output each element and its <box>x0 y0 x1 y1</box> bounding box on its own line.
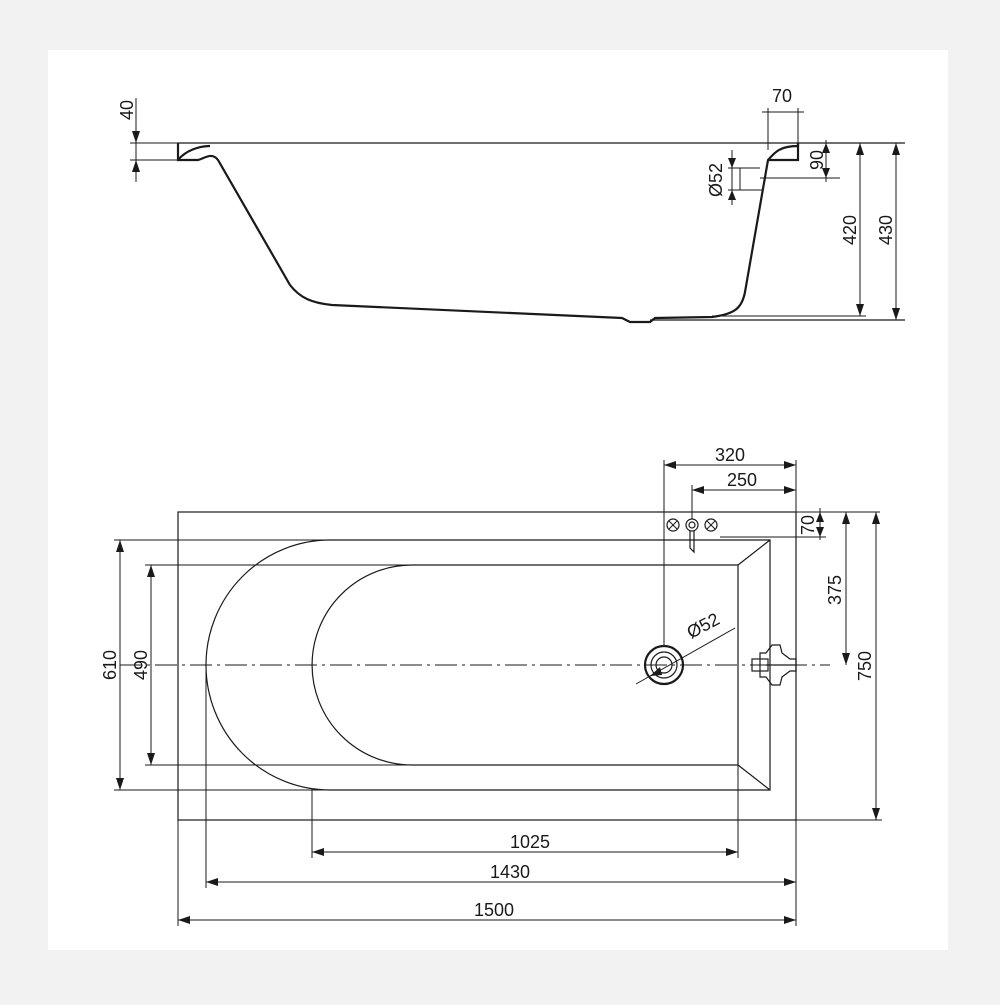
label-d52-side: Ø52 <box>706 163 726 197</box>
bevel-top <box>737 539 771 566</box>
dim-bottom-width: 490 <box>131 564 412 766</box>
label-490: 490 <box>131 650 151 680</box>
dim-overflow-diameter: Ø52 <box>706 150 762 205</box>
rim-left-cap <box>177 144 211 161</box>
dim-outer-width: 750 <box>796 512 882 821</box>
side-view: 40 70 90 Ø52 <box>117 86 905 324</box>
label-1500: 1500 <box>474 900 514 920</box>
dim-inner-width: 610 <box>100 539 330 791</box>
tub-profile <box>176 143 800 324</box>
dim-inner-depth: 420 <box>712 143 866 317</box>
dim-overflow-offset: 90 <box>760 140 840 182</box>
label-375: 375 <box>825 575 845 605</box>
label-750: 750 <box>855 651 875 681</box>
dim-drain-offset: 320 <box>663 445 797 646</box>
label-40: 40 <box>117 100 137 120</box>
inner-basin <box>205 539 771 791</box>
label-610: 610 <box>100 650 120 680</box>
label-70-tap: 70 <box>798 515 818 535</box>
dim-outer-length: 1500 <box>177 820 797 926</box>
overflow-fitting <box>751 644 797 686</box>
dim-bottom-length: 1025 <box>311 765 739 858</box>
dim-inner-length: 1430 <box>205 665 797 888</box>
label-90: 90 <box>807 150 827 170</box>
tap-hole-right <box>704 518 718 532</box>
spout <box>689 531 695 554</box>
label-420: 420 <box>840 215 860 245</box>
top-view: Ø52 320 <box>100 445 882 926</box>
rim-right-cap <box>768 143 800 162</box>
drain-core <box>655 656 673 674</box>
paper <box>48 50 948 950</box>
basin-bottom <box>311 564 739 766</box>
dim-half-width: 375 <box>796 511 880 665</box>
dim-rim-width: 70 <box>762 86 804 150</box>
label-430: 430 <box>876 215 896 245</box>
label-250: 250 <box>727 470 757 490</box>
drain-inner-ring <box>650 651 678 679</box>
dim-tap-edge: 70 <box>720 508 826 540</box>
bevel-bottom <box>737 764 771 791</box>
tap-hole-left <box>666 518 680 532</box>
label-1025: 1025 <box>510 832 550 852</box>
dim-total-height: 430 <box>876 143 900 320</box>
label-320: 320 <box>715 445 745 465</box>
dim-rim-thickness: 40 <box>117 98 178 182</box>
label-1430: 1430 <box>490 862 530 882</box>
dim-tap-offset: 250 <box>691 470 796 519</box>
label-70-rim: 70 <box>772 86 792 106</box>
